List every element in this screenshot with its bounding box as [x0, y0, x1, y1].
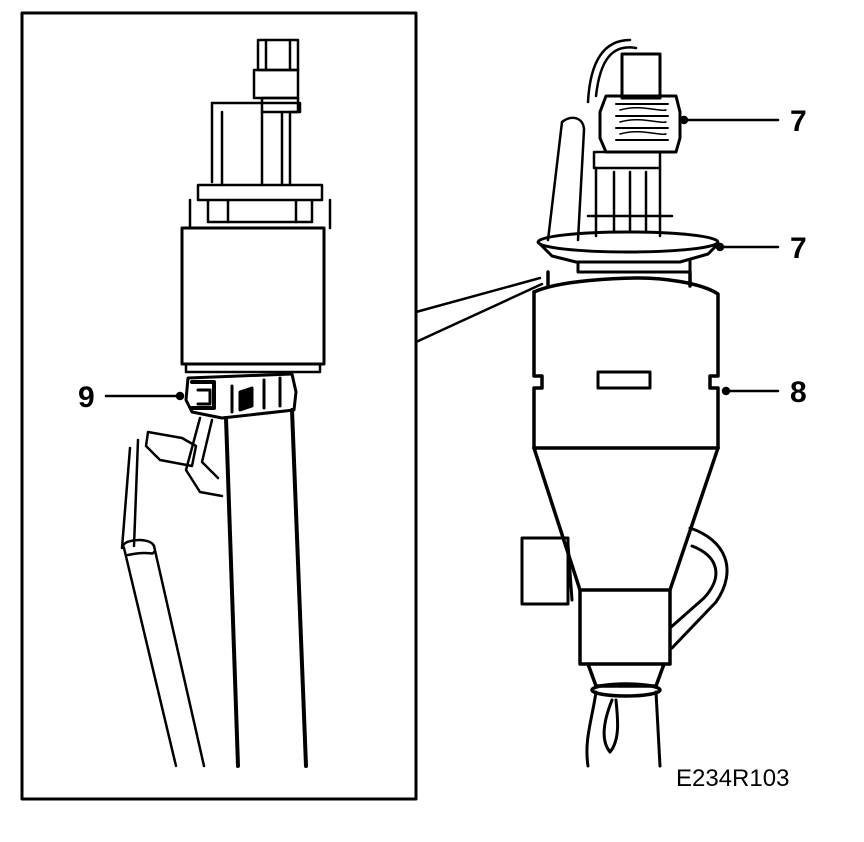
side-hose	[668, 526, 729, 650]
filter-cone	[532, 446, 720, 592]
hose-clamp	[184, 372, 298, 420]
figure-code: E234R103	[676, 765, 789, 792]
breather-tube	[546, 116, 586, 242]
side-outlet	[520, 536, 574, 606]
callout-7-upper: 7	[790, 105, 807, 138]
zoom-connector	[414, 276, 544, 344]
pump-connector	[252, 38, 300, 114]
inset-frame	[20, 11, 418, 801]
outlet-pipe	[585, 690, 662, 768]
fuel-hose	[224, 408, 308, 768]
pump-body-base	[184, 362, 322, 374]
sealing-ring	[536, 230, 720, 274]
leader-lines	[104, 115, 780, 401]
detail-inset	[20, 11, 544, 801]
callout-9: 9	[78, 381, 95, 414]
cap-nut	[598, 52, 682, 154]
outlet-connector	[578, 588, 672, 698]
wire-loop	[586, 38, 638, 104]
pump-body	[180, 226, 326, 366]
callout-7-lower: 7	[790, 232, 807, 265]
sensor-wire	[120, 416, 224, 768]
callout-8: 8	[790, 376, 807, 409]
pump-motor-head	[188, 101, 332, 230]
filter-assembly	[520, 38, 729, 768]
filler-neck	[586, 150, 674, 238]
filter-housing	[532, 270, 720, 450]
